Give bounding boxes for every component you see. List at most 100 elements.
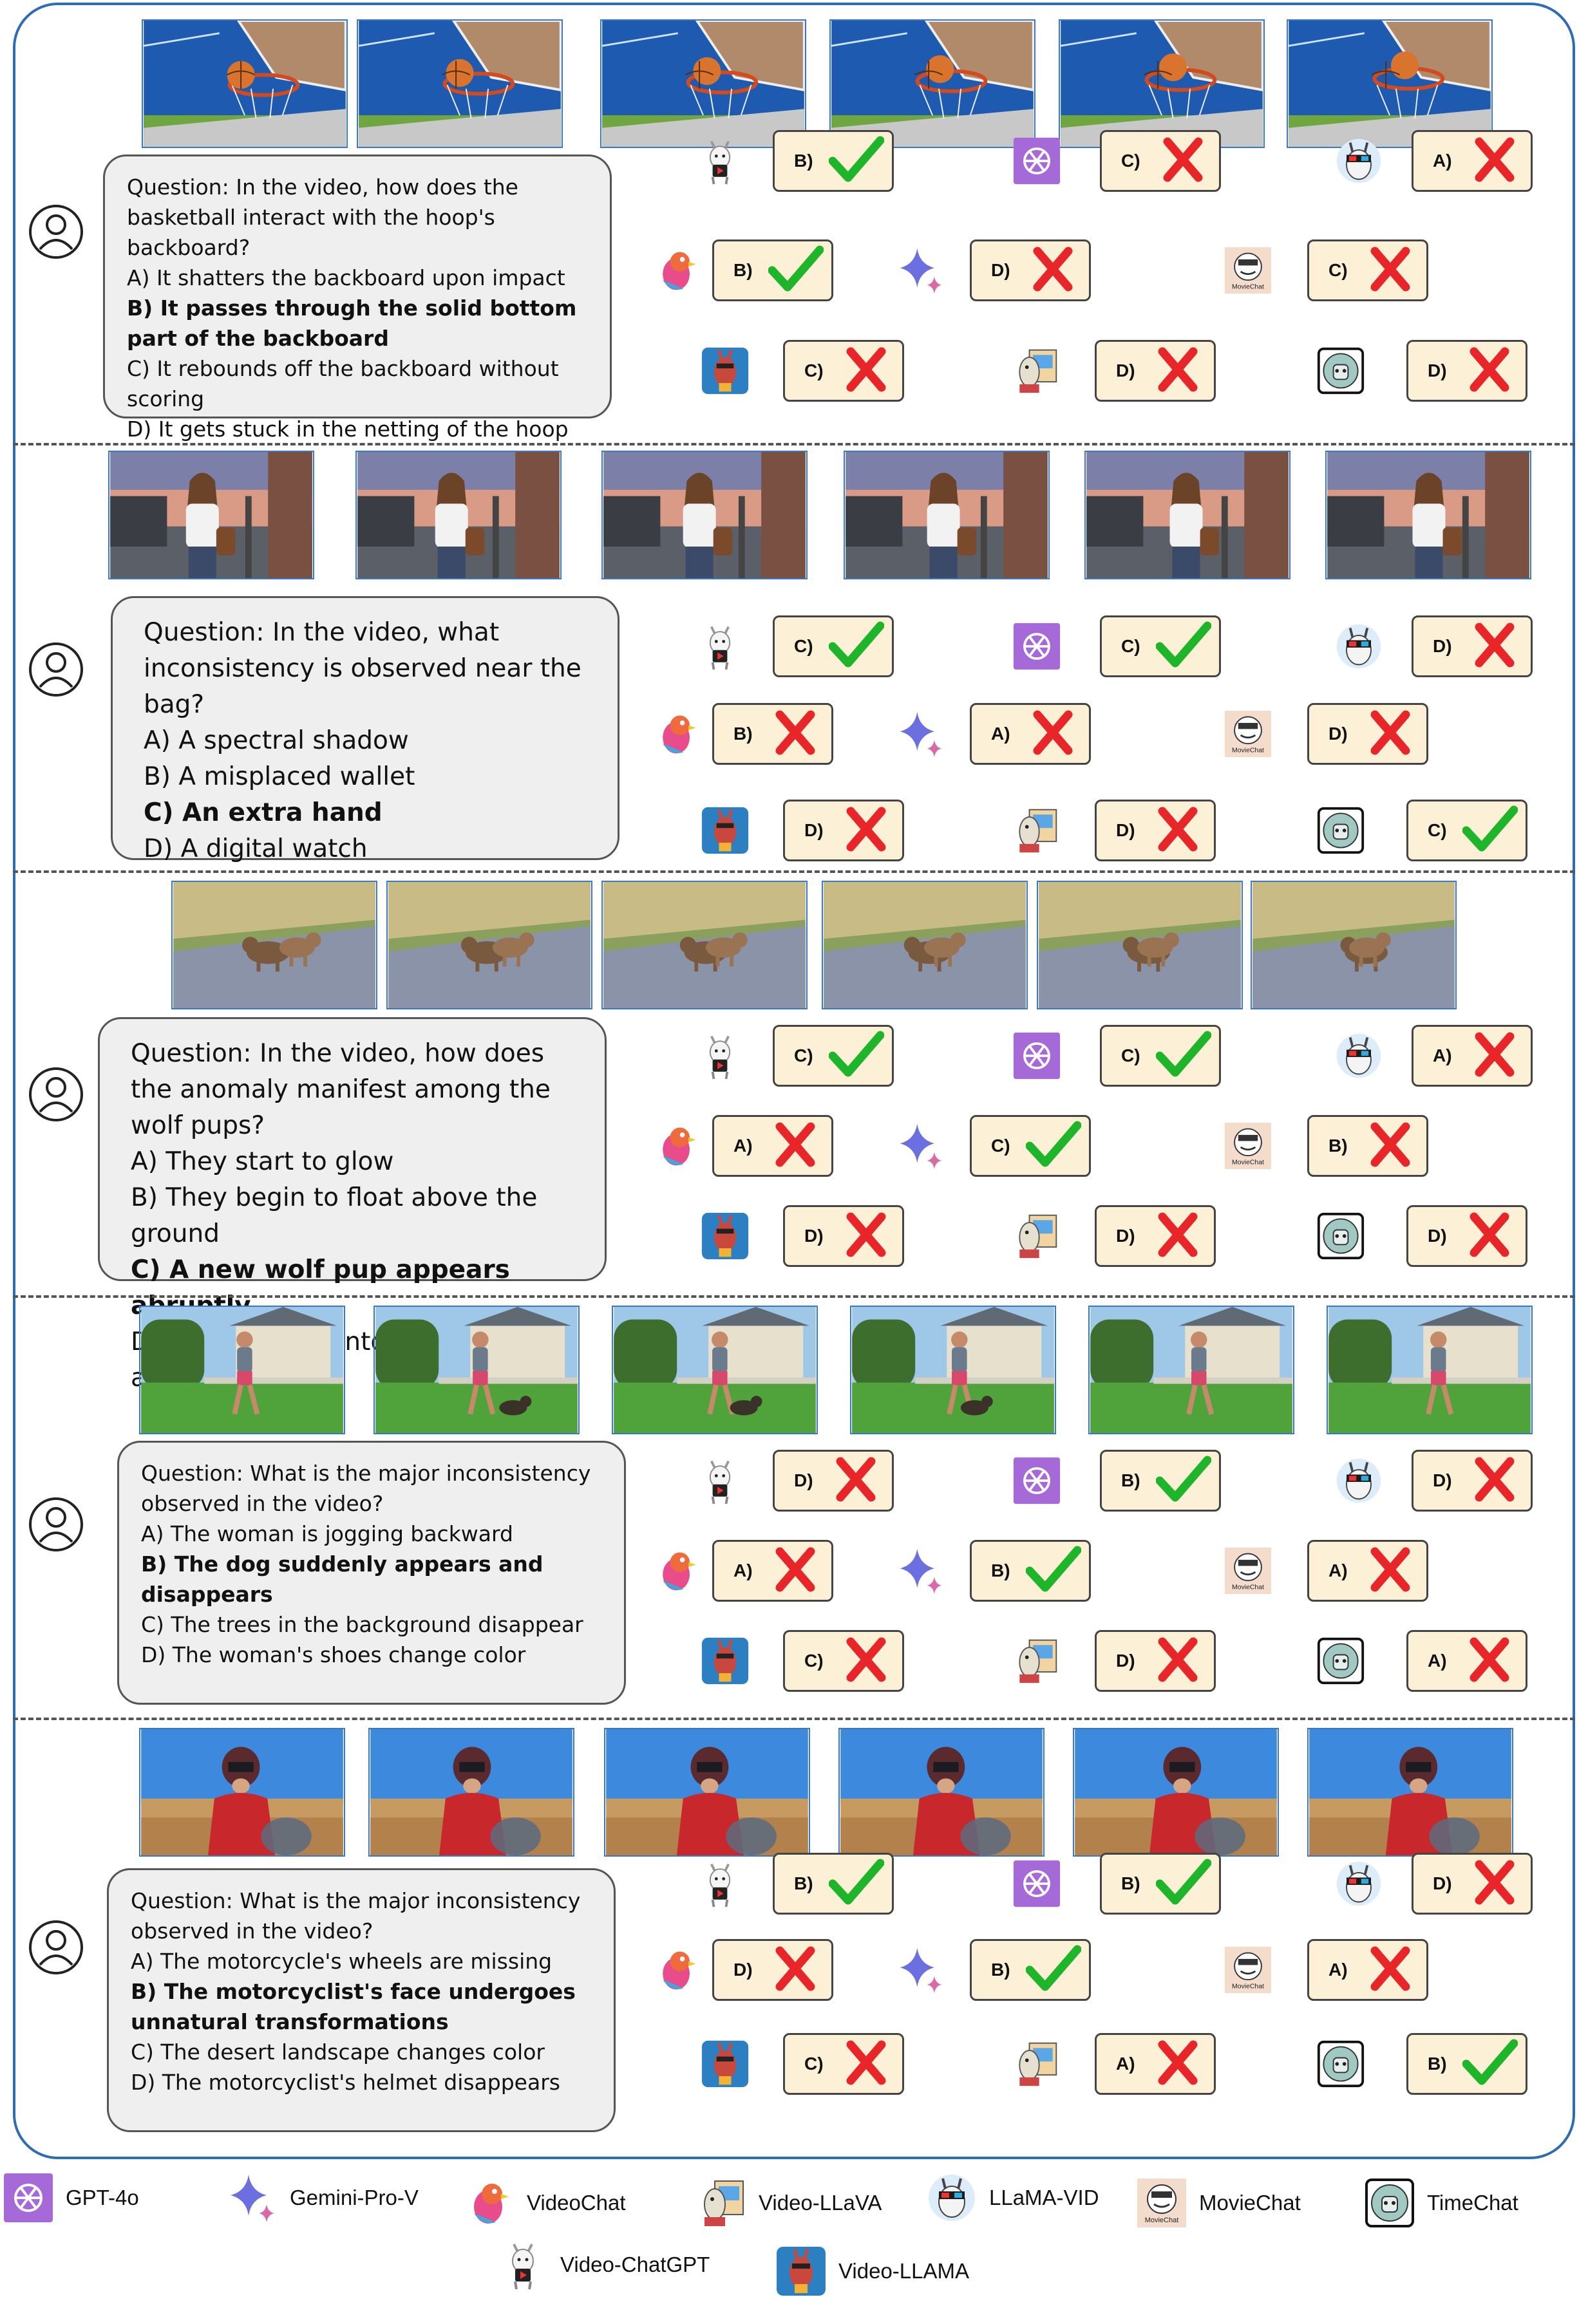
llamavid-answer: A) — [1412, 130, 1533, 192]
answer-letter: A) — [1428, 1651, 1447, 1671]
videollava-model-icon — [695, 2176, 747, 2230]
correct-option: B) It passes through the solid bottom pa… — [127, 295, 577, 351]
answer-letter: D) — [1433, 1470, 1452, 1490]
video-frame-woman-with-bag — [108, 451, 314, 579]
moviechat-badge-text: MovieChat — [1232, 1983, 1264, 1991]
cross-icon — [839, 2038, 894, 2090]
videochatgpt-model-icon — [497, 2238, 549, 2292]
answer-letter: D) — [1433, 636, 1452, 656]
answer-option: A) The woman is jogging backward — [141, 1521, 513, 1546]
cross-icon — [1151, 345, 1206, 397]
videollava-answer: D) — [1095, 1205, 1216, 1267]
videollama-model-icon — [701, 345, 750, 397]
moviechat-answer: A) — [1307, 1939, 1428, 2001]
correct-option: C) An extra hand — [144, 798, 383, 827]
video-frame-woman-with-bag — [355, 451, 562, 579]
legend-label: MovieChat — [1199, 2191, 1301, 2215]
timechat-answer: B) — [1406, 2033, 1527, 2095]
moviechat-answer: A) — [1307, 1540, 1428, 1602]
timechat-answer: A) — [1406, 1630, 1527, 1692]
llamavid-model-icon — [1334, 135, 1383, 187]
legend-label: Video-ChatGPT — [560, 2253, 710, 2276]
moviechat-model-icon: MovieChat — [1224, 1944, 1272, 1996]
gpt4o-answer: C) — [1100, 130, 1221, 192]
answer-option: C) The desert landscape changes color — [131, 2039, 545, 2065]
videollava-answer: D) — [1095, 340, 1216, 402]
answer-letter: C) — [794, 1045, 813, 1065]
videollama-answer: D) — [783, 1205, 904, 1267]
answer-letter: C) — [1328, 260, 1348, 280]
answer-letter: B) — [991, 1960, 1010, 1980]
videochatgpt-answer: C) — [773, 615, 894, 677]
moviechat-model-icon: MovieChat — [1224, 1545, 1272, 1597]
check-icon — [828, 1858, 885, 1910]
video-frame-jogging-woman — [1088, 1306, 1294, 1434]
video-frame-wolf-pups — [1037, 881, 1243, 1009]
gemini-answer: D) — [970, 239, 1091, 301]
user-icon — [27, 1495, 85, 1553]
answer-letter: A) — [1116, 2054, 1135, 2074]
section-divider — [13, 870, 1575, 873]
check-icon — [1155, 621, 1212, 673]
legend-item-gemini: Gemini-Pro-V — [227, 2171, 419, 2225]
videochatgpt-answer: D) — [773, 1450, 894, 1512]
moviechat-badge-text: MovieChat — [1232, 284, 1264, 291]
timechat-model-icon — [1316, 2038, 1365, 2090]
gemini-answer: C) — [970, 1115, 1091, 1177]
video-frame-basketball-hoop — [357, 19, 563, 148]
check-icon — [1155, 1030, 1212, 1082]
video-frame-wolf-pups — [386, 881, 592, 1009]
cross-icon — [1468, 1455, 1523, 1507]
cross-icon — [1462, 1210, 1518, 1262]
videollama-answer: C) — [783, 340, 904, 402]
answer-letter: D) — [1428, 361, 1447, 380]
llamavid-answer: D) — [1412, 615, 1533, 677]
videollava-model-icon — [1011, 1635, 1060, 1687]
videochat-model-icon — [653, 245, 702, 296]
check-icon — [1025, 1545, 1082, 1597]
cross-icon — [1151, 1635, 1206, 1687]
cross-icon — [1468, 621, 1523, 673]
videollava-answer: D) — [1095, 1630, 1216, 1692]
user-icon — [27, 1065, 85, 1123]
question-text: Question: In the video, how does the ano… — [131, 1039, 551, 1140]
answer-letter: A) — [1328, 1960, 1348, 1980]
legend-label: LLaMA-VID — [989, 2186, 1099, 2209]
timechat-model-icon — [1316, 1635, 1365, 1687]
llamavid-model-icon — [926, 2171, 978, 2225]
section-divider — [13, 1718, 1575, 1720]
video-frame-jogging-woman — [139, 1306, 345, 1434]
legend-label: Video-LLAMA — [838, 2259, 970, 2283]
cross-icon — [1151, 1210, 1206, 1262]
user-icon — [27, 641, 85, 698]
videochatgpt-model-icon — [695, 135, 744, 187]
correct-option: B) The motorcyclist's face undergoes unn… — [131, 1979, 576, 2034]
check-icon — [768, 245, 824, 297]
check-icon — [1025, 1944, 1082, 1996]
cross-icon — [839, 345, 894, 397]
check-icon — [1155, 1455, 1212, 1507]
gpt4o-model-icon — [3, 2171, 54, 2225]
answer-letter: B) — [733, 260, 753, 280]
video-frame-woman-with-bag — [1084, 451, 1290, 579]
answer-letter: D) — [1116, 1651, 1135, 1671]
moviechat-badge-text: MovieChat — [1232, 1584, 1264, 1591]
timechat-answer: D) — [1406, 1205, 1527, 1267]
videollama-answer: D) — [783, 800, 904, 861]
video-frame-woman-with-bag — [1325, 451, 1531, 579]
video-frame-basketball-hoop — [1287, 19, 1493, 148]
video-frame-motorcyclist — [1073, 1728, 1279, 1857]
gpt4o-answer: B) — [1100, 1450, 1221, 1512]
answer-letter: B) — [1121, 1470, 1140, 1490]
question-text: Question: What is the major inconsistenc… — [141, 1461, 591, 1516]
answer-letter: C) — [1121, 151, 1140, 171]
section-divider — [13, 443, 1575, 445]
videochat-answer: A) — [712, 1540, 833, 1602]
video-frame-basketball-hoop — [142, 19, 348, 148]
cross-icon — [768, 1120, 824, 1172]
cross-icon — [768, 1944, 824, 1996]
cross-icon — [839, 1635, 894, 1687]
videochat-answer: B) — [712, 239, 833, 301]
correct-option: B) The dog suddenly appears and disappea… — [141, 1551, 544, 1607]
